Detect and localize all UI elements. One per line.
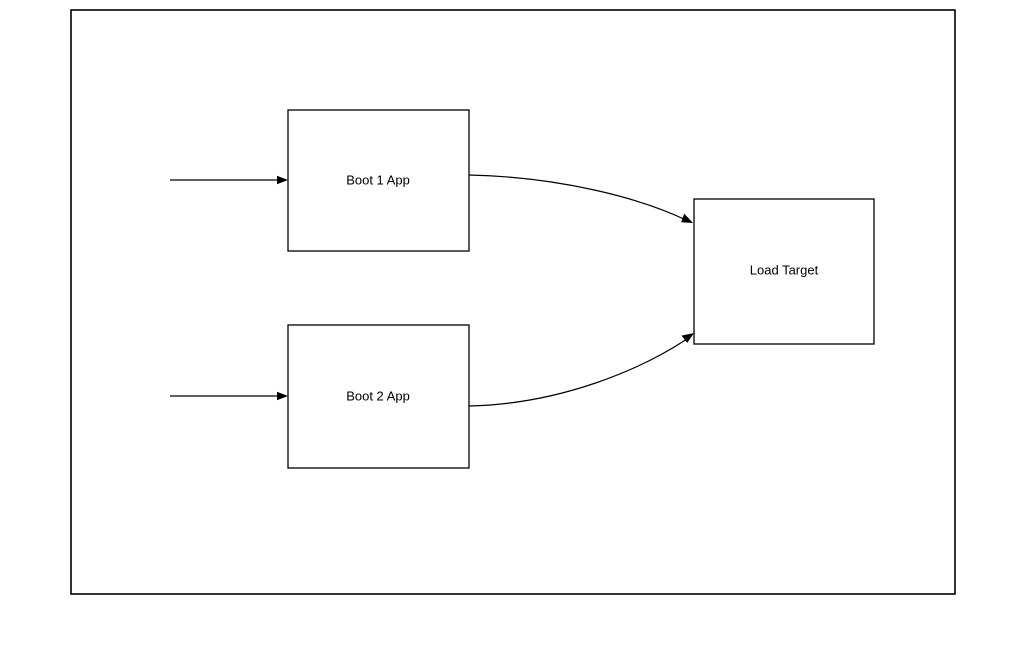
node-load-target[interactable]: Load Target: [693, 198, 875, 345]
node-load-target-label: Load Target: [750, 262, 819, 277]
arrowhead-into-boot2-icon: [277, 391, 288, 401]
node-load-target-box[interactable]: [693, 198, 875, 345]
arrowhead-into-load-target-lower-icon: [681, 333, 694, 343]
node-boot1-app-label: Boot 1 App: [346, 172, 410, 187]
arrowhead-into-load-target-upper-icon: [681, 213, 693, 223]
node-boot2-app[interactable]: Boot 2 App: [287, 324, 470, 469]
node-boot2-app-label: Boot 2 App: [346, 388, 410, 403]
edge-boot2-to-load-target: [468, 338, 688, 407]
arrow-heads-group: [277, 175, 694, 401]
edges-group: [170, 174, 688, 407]
edge-boot1-to-load-target: [468, 174, 687, 221]
arrowhead-into-boot1-icon: [277, 175, 288, 185]
node-boot1-app[interactable]: Boot 1 App: [287, 109, 470, 252]
node-boot1-app-box[interactable]: [287, 109, 470, 252]
node-boot2-app-box[interactable]: [287, 324, 470, 469]
